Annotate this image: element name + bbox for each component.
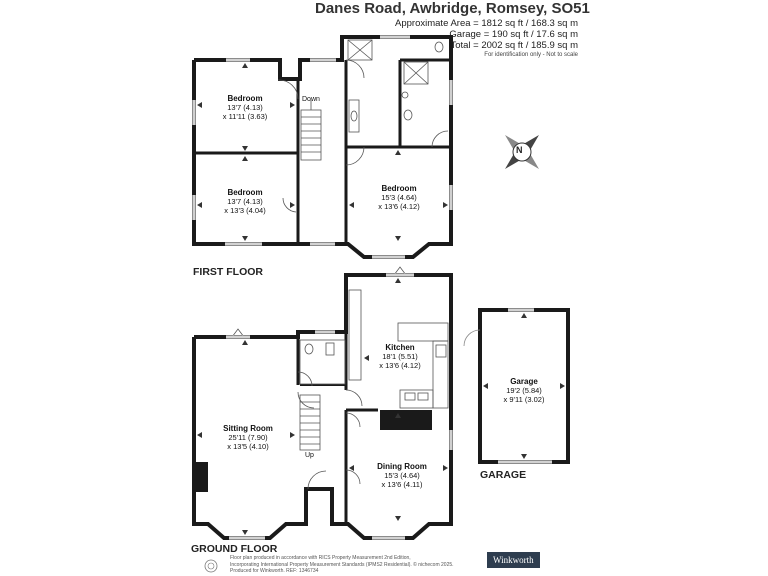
room-dim: 19'2 (5.84) [506,386,542,395]
footer-line: Incorporating International Property Mea… [230,561,454,568]
room-label-bedroom-2: Bedroom 13'7 (4.13) x 13'3 (4.04) [212,188,278,215]
room-dim: 13'7 (4.13) [227,103,263,112]
area-summary: Approximate Area = 1812 sq ft / 168.3 sq… [395,18,578,51]
room-dim: x 13'6 (4.11) [381,480,423,489]
room-dim: x 13'6 (4.12) [379,361,421,370]
stairs-up-label: Up [305,452,314,459]
room-label-bedroom-1: Bedroom 13'7 (4.13) x 11'11 (3.63) [212,94,278,121]
garage-opening-lines [463,309,552,463]
footer-disclaimer: Floor plan produced in accordance with R… [230,555,454,575]
first-floor-walls [192,35,453,259]
room-dim: 15'3 (4.64) [384,471,420,480]
ground-floor-label: GROUND FLOOR [191,543,278,555]
room-name: Dining Room [377,462,427,471]
room-dim: x 13'6 (4.12) [378,202,420,211]
room-name: Kitchen [385,343,415,352]
identification-note: For identification only - Not to scale [484,52,578,58]
room-dim: x 13'3 (4.04) [224,206,266,215]
dimension-arrows [197,63,448,241]
room-label-sitting-room: Sitting Room 25'11 (7.90) x 13'5 (4.10) [211,424,285,451]
room-name: Sitting Room [223,424,273,433]
page-title: Danes Road, Awbridge, Romsey, SO51 [315,0,590,17]
garage-area-text: Garage = 190 sq ft / 17.6 sq m [449,29,578,40]
room-dim: x 13'5 (4.10) [227,442,269,451]
footer-line: Produced for Winkworth. REF: 1346734 [230,568,319,574]
room-dim: x 11'11 (3.63) [222,112,268,121]
compass-north-label: N [516,145,523,155]
rics-seal-icon [204,559,218,573]
room-label-bedroom-3: Bedroom 15'3 (4.64) x 13'6 (4.12) [364,184,434,211]
room-dim: 18'1 (5.51) [382,352,418,361]
solid-blocks [196,410,432,492]
approx-area-text: Approximate Area = 1812 sq ft / 168.3 sq… [395,18,578,29]
first-floor-fixtures [277,39,449,213]
first-floor-window-lines [193,36,452,258]
room-label-garage: Garage 19'2 (5.84) x 9'11 (3.02) [494,377,554,404]
garage-arrows [483,313,565,459]
room-label-dining-room: Dining Room 15'3 (4.64) x 13'6 (4.11) [364,462,440,489]
room-name: Garage [510,377,538,386]
room-dim: 15'3 (4.64) [381,193,417,202]
footer-line: Floor plan produced in accordance with R… [230,555,411,561]
total-area-text: Total = 2002 sq ft / 185.9 sq m [450,40,578,51]
room-label-kitchen: Kitchen 18'1 (5.51) x 13'6 (4.12) [370,343,430,370]
compass-icon [505,135,539,169]
garage-floor-label: GARAGE [480,469,527,481]
winkworth-logo: Winkworth [487,552,540,568]
ground-floor-window-lines [226,274,452,539]
room-name: Bedroom [227,188,263,197]
room-name: Bedroom [381,184,417,193]
ground-dimension-arrows [197,278,448,535]
ground-floor-walls [192,273,453,540]
room-dim: 13'7 (4.13) [227,197,263,206]
ground-floor-fixtures [231,266,449,490]
room-name: Bedroom [227,94,263,103]
room-dim: x 9'11 (3.02) [503,395,545,404]
stairs-down-label: Down [302,96,320,103]
room-dim: 25'11 (7.90) [228,433,268,442]
ground-floor-windows [226,273,453,540]
first-floor-label: FIRST FLOOR [193,266,263,278]
